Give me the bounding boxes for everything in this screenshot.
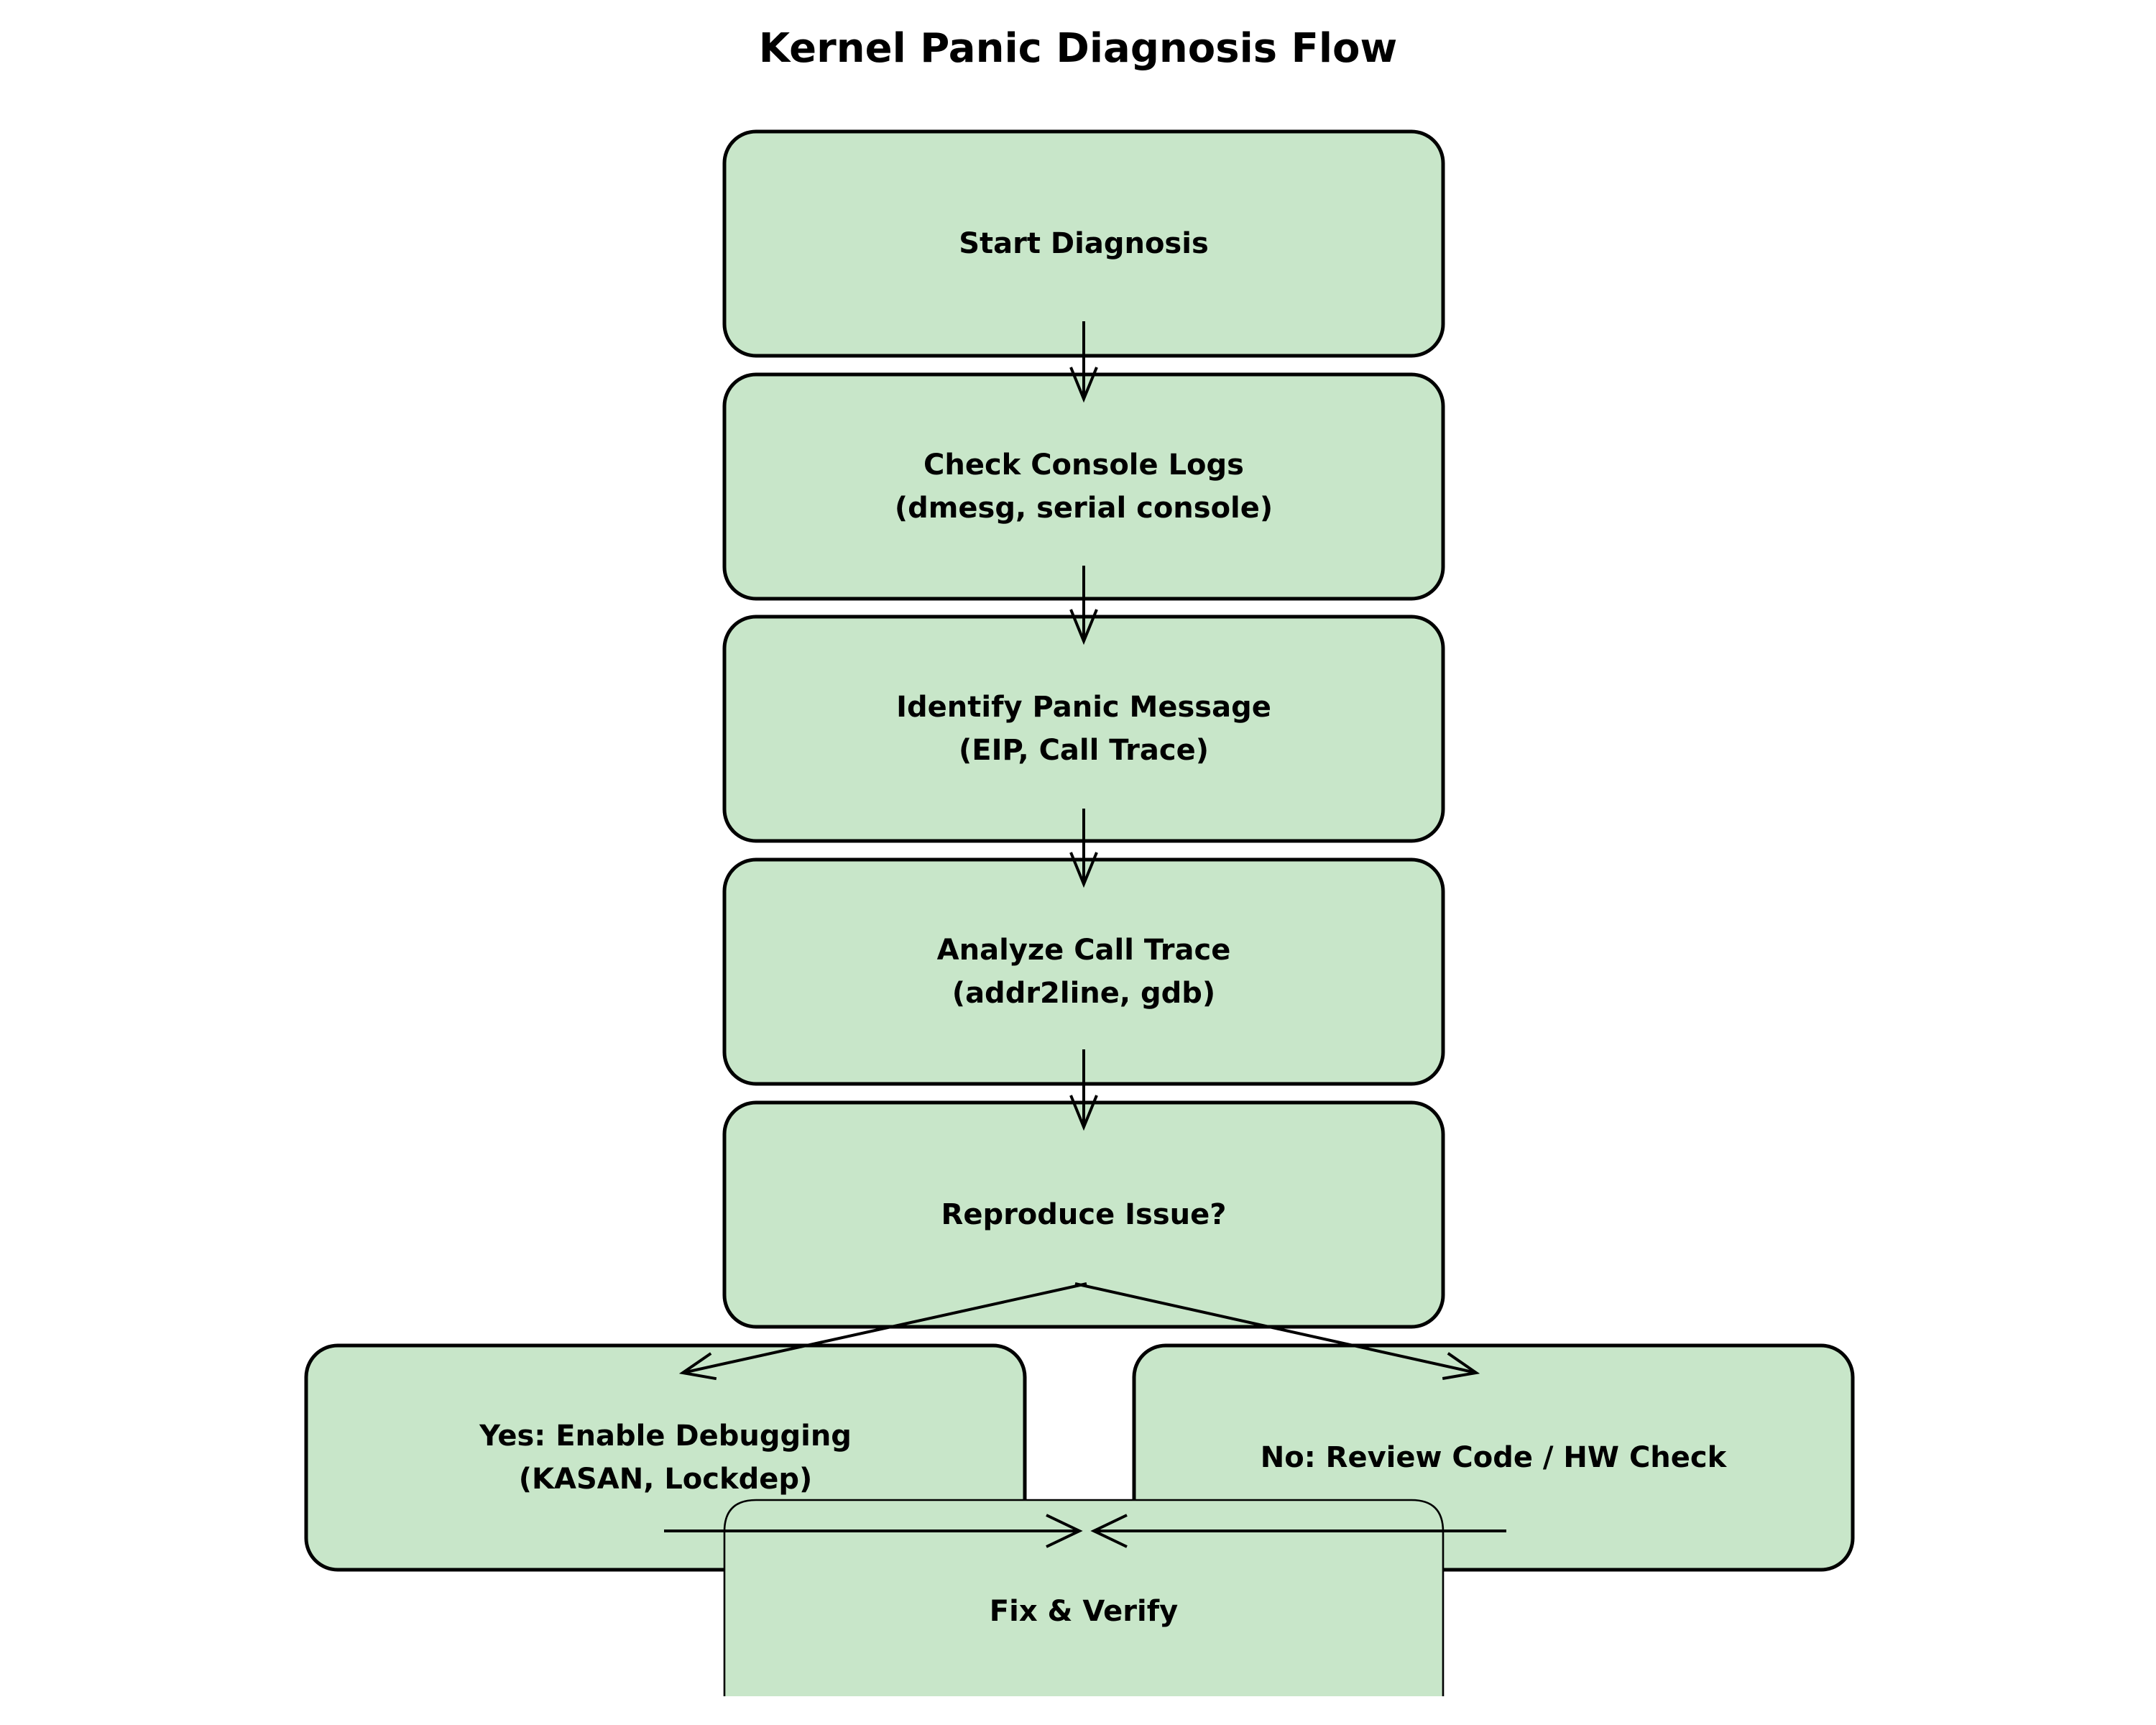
node-fix-verify-label: Fix & Verify <box>990 1595 1178 1628</box>
node-analyze-call-trace-label-line2: (addr2line, gdb) <box>952 977 1215 1010</box>
node-identify-panic-message-label-line2: (EIP, Call Trace) <box>959 734 1209 767</box>
node-analyze-call-trace-label-line1: Analyze Call Trace <box>937 934 1231 967</box>
arrows <box>664 321 1506 1548</box>
arrow-trace-to-repro <box>1069 1049 1098 1131</box>
node-analyze-call-trace: Analyze Call Trace (addr2line, gdb) <box>722 857 1445 1086</box>
diagram-title: Kernel Panic Diagnosis Flow <box>759 25 1398 72</box>
node-no-review-code-label: No: Review Code / HW Check <box>1261 1441 1728 1474</box>
arrow-yes-to-fix <box>664 1514 1083 1548</box>
node-check-console-logs-label-line2: (dmesg, serial console) <box>895 492 1273 525</box>
arrow-logs-to-panic <box>1069 566 1098 645</box>
node-start-diagnosis-label: Start Diagnosis <box>959 227 1209 260</box>
arrow-repro-to-no <box>1074 1282 1480 1380</box>
node-yes-enable-debugging-label-line2: (KASAN, Lockdep) <box>519 1463 813 1496</box>
node-identify-panic-message: Identify Panic Message (EIP, Call Trace) <box>722 615 1445 843</box>
arrow-no-to-fix <box>1090 1514 1506 1548</box>
node-reproduce-issue: Reproduce Issue? <box>722 1100 1445 1329</box>
arrow-repro-to-yes <box>678 1282 1087 1381</box>
arrow-panic-to-trace <box>1069 809 1098 888</box>
node-identify-panic-message-label-line1: Identify Panic Message <box>896 691 1271 724</box>
node-yes-enable-debugging-label-line1: Yes: Enable Debugging <box>479 1420 852 1453</box>
node-fix-verify-shape <box>723 1499 1445 1696</box>
node-check-console-logs-label-line1: Check Console Logs <box>923 448 1244 482</box>
node-fix-verify: Fix & Verify <box>723 1499 1445 1696</box>
node-start-diagnosis: Start Diagnosis <box>722 129 1445 358</box>
node-check-console-logs-shape <box>722 372 1445 601</box>
node-check-console-logs: Check Console Logs (dmesg, serial consol… <box>722 372 1445 601</box>
node-reproduce-issue-label: Reproduce Issue? <box>941 1198 1227 1231</box>
arrow-start-to-logs <box>1069 321 1098 403</box>
node-identify-panic-message-shape <box>722 615 1445 843</box>
